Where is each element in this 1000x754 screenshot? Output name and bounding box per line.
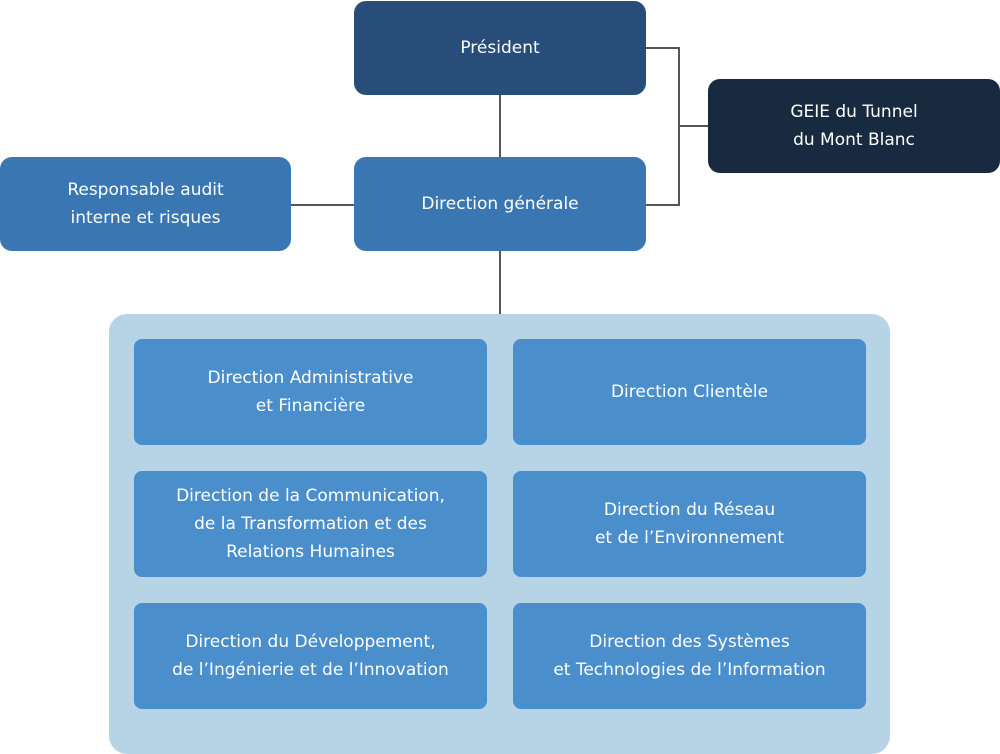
geie-box: GEIE du Tunnel du Mont Blanc	[708, 79, 1000, 173]
direction-clientele: Direction Clientèle	[513, 339, 866, 445]
direction-generale-box: Direction générale	[354, 157, 646, 251]
audit-box: Responsable audit interne et risques	[0, 157, 291, 251]
direction-systemes-information: Direction des Systèmes et Technologies d…	[513, 603, 866, 709]
connector-audit-dg	[291, 204, 354, 206]
connector-dg-directions	[499, 251, 501, 314]
connector-president-right	[646, 47, 680, 49]
connector-president-dg	[499, 95, 501, 157]
direction-communication: Direction de la Communication, de la Tra…	[134, 471, 487, 577]
connector-geie	[678, 125, 708, 127]
president-box: Président	[354, 1, 646, 95]
direction-administrative-financiere: Direction Administrative et Financière	[134, 339, 487, 445]
direction-reseau-environnement: Direction du Réseau et de l’Environnemen…	[513, 471, 866, 577]
connector-dg-right	[646, 204, 680, 206]
direction-developpement: Direction du Développement, de l’Ingénie…	[134, 603, 487, 709]
